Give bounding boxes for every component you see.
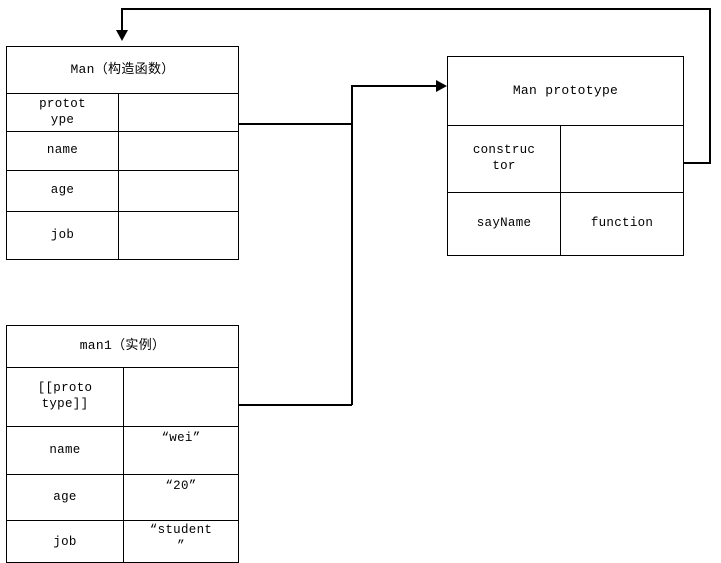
man-row-name: name — [7, 131, 238, 170]
box-man-prototype: Man prototype construc tor sayName funct… — [447, 56, 684, 256]
man-row-prototype-value — [119, 94, 238, 131]
man-prototype-row-sayname: sayName function — [448, 192, 683, 255]
man-prototype-row-constructor: construc tor — [448, 125, 683, 192]
man-prototype-row-sayname-value: function — [590, 216, 654, 231]
man1-row-job: job “student ” — [7, 520, 238, 563]
man1-header-label: man1（实例） — [79, 338, 166, 354]
connector-prototype-horizontal — [210, 123, 353, 125]
man-prototype-row-sayname-key: sayName — [448, 193, 562, 255]
man-row-job: job — [7, 211, 238, 259]
man1-row-prototype: [[proto type]] — [7, 367, 238, 426]
man-header-label: Man（构造函数） — [70, 61, 175, 77]
man1-row-name-value: “wei” — [161, 431, 201, 445]
man-row-age-key: age — [7, 171, 119, 211]
man1-row-job-key: job — [7, 521, 124, 563]
connector-prototype-to-box-horizontal — [351, 85, 441, 87]
man-row-prototype-key: protot ype — [7, 94, 119, 131]
man1-row-age-key: age — [7, 475, 124, 520]
man-prototype-header-label: Man prototype — [512, 82, 619, 98]
connector-constructor-down-vertical — [121, 8, 123, 34]
box-man1-instance: man1（实例） [[proto type]] name “wei” age “… — [6, 325, 239, 563]
man-prototype-header-row: Man prototype — [448, 57, 683, 125]
man-row-prototype: protot ype — [7, 93, 238, 131]
man1-row-age: age “20” — [7, 474, 238, 520]
man1-row-name: name “wei” — [7, 426, 238, 474]
connector-instance-prototype-horizontal — [200, 404, 352, 406]
man-row-age: age — [7, 170, 238, 211]
man-header-row: Man（构造函数） — [7, 47, 238, 93]
man1-row-age-value: “20” — [165, 479, 197, 493]
connector-constructor-right-vertical — [709, 8, 711, 164]
man1-row-prototype-value — [124, 368, 238, 426]
man1-row-prototype-key: [[proto type]] — [7, 368, 124, 426]
box-man-constructor: Man（构造函数） protot ype name age job — [6, 46, 239, 260]
man-row-name-value — [119, 132, 238, 170]
man-row-age-value — [119, 171, 238, 211]
arrowhead-to-man-constructor — [116, 30, 128, 41]
connector-prototype-vertical — [351, 86, 353, 405]
man-row-name-key: name — [7, 132, 119, 170]
man1-header-row: man1（实例） — [7, 326, 238, 367]
man1-row-job-value: “student ” — [149, 523, 213, 553]
man1-row-name-key: name — [7, 427, 124, 474]
man-row-job-key: job — [7, 212, 119, 259]
connector-constructor-top-horizontal — [122, 8, 711, 10]
man-row-job-value — [119, 212, 238, 259]
arrowhead-to-man-prototype — [436, 80, 447, 92]
man-prototype-row-constructor-value — [561, 126, 683, 192]
man-prototype-row-constructor-key: construc tor — [448, 126, 562, 192]
